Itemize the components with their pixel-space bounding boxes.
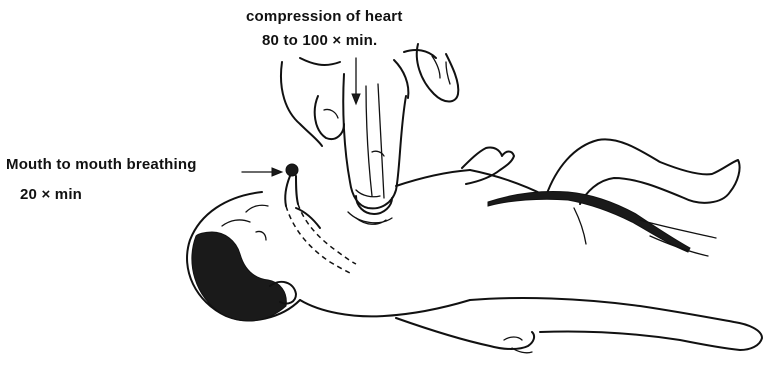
breathing-rate-label: 20 × min bbox=[20, 186, 82, 204]
rescuer-hand bbox=[281, 44, 458, 214]
breathing-label: Mouth to mouth breathing bbox=[6, 156, 197, 174]
heart-arrow bbox=[352, 58, 360, 104]
airway-tube bbox=[285, 164, 356, 274]
mouth-arrow bbox=[242, 168, 282, 176]
compression-label: compression of heart bbox=[246, 8, 403, 26]
compression-rate-label: 80 to 100 × min. bbox=[262, 32, 377, 50]
